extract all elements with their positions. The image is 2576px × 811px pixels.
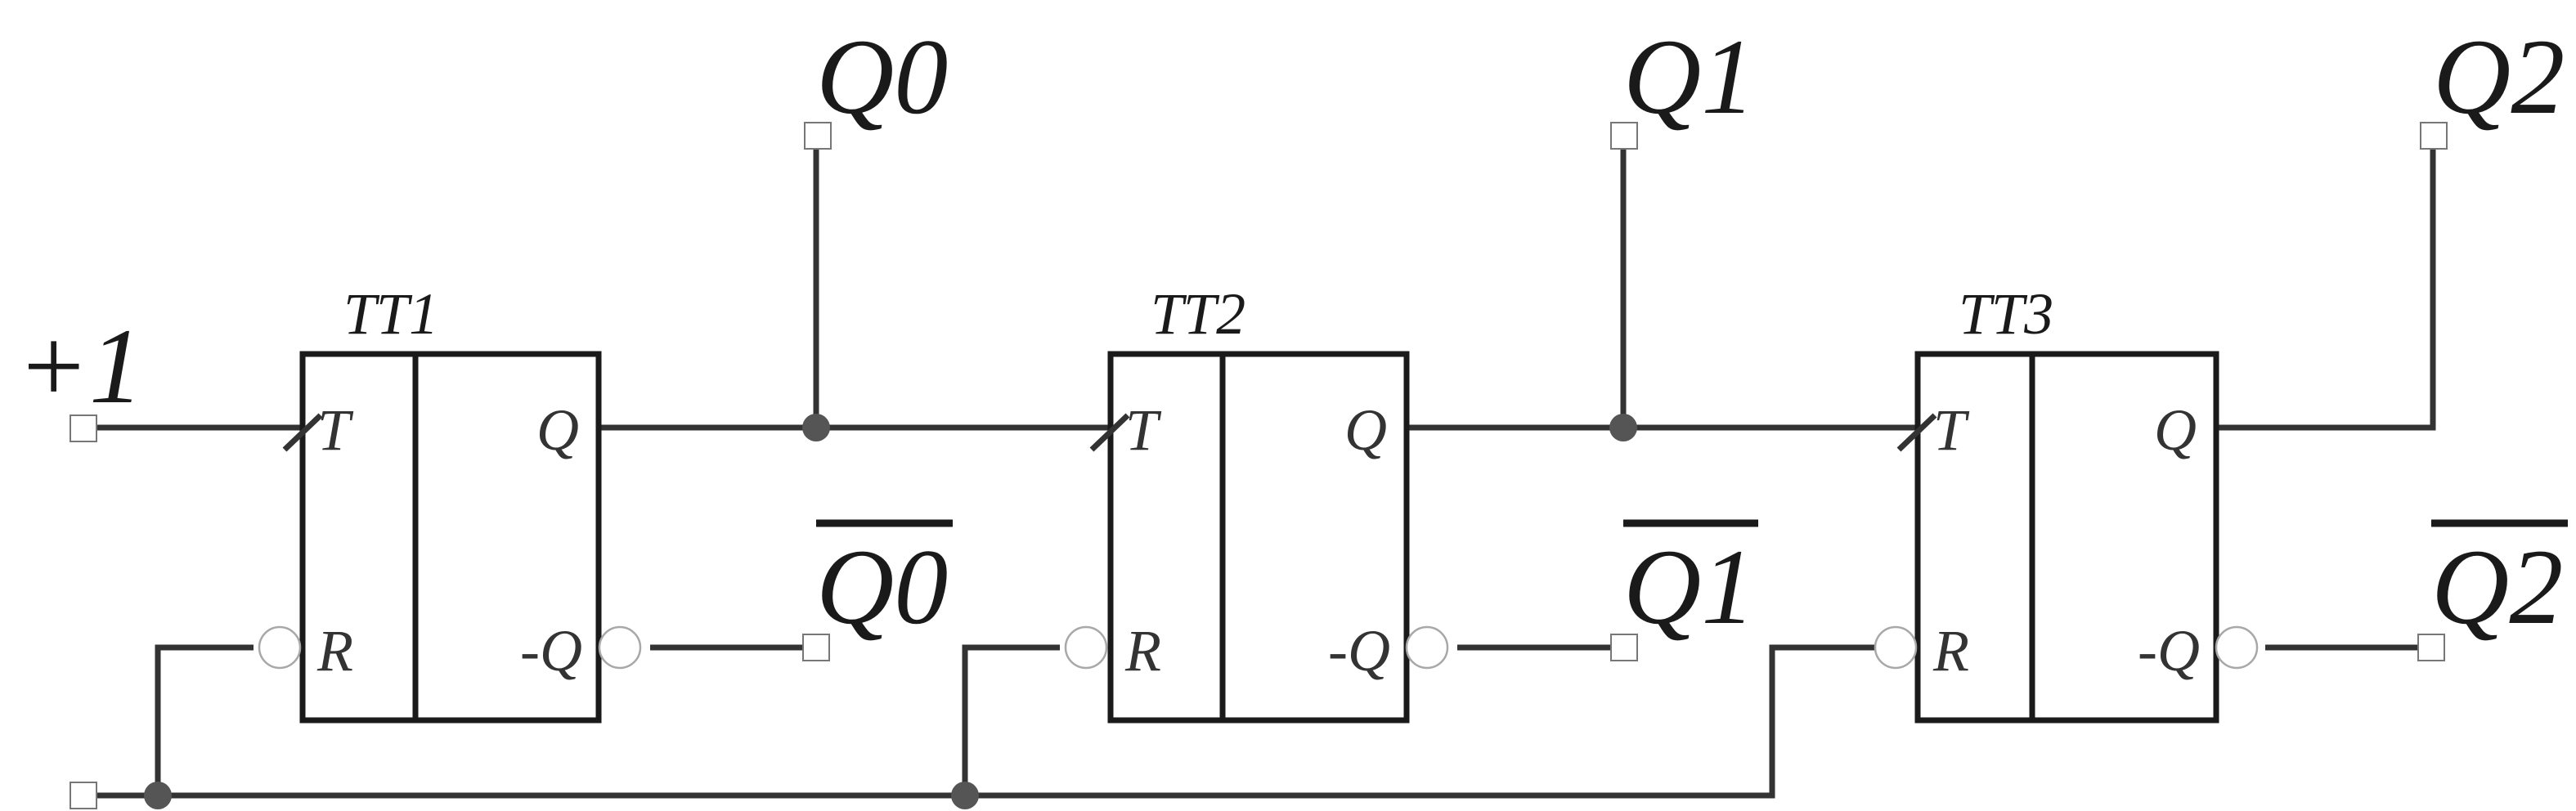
tt1-pin-r: R (316, 618, 353, 683)
tt1-nq-inversion-bubble (598, 625, 642, 670)
tt2-edge-trigger-mark (1089, 413, 1130, 452)
tt1-edge-trigger-mark (282, 413, 323, 452)
tt3-nq-inversion-bubble (2215, 625, 2259, 670)
terminals (70, 122, 2448, 809)
terminal-input (70, 414, 97, 442)
output-nq0-label: Q0 (816, 526, 948, 647)
junctions (144, 414, 1637, 809)
flip-flop-tt2: TT2 T R Q -Q (1064, 281, 1449, 724)
tt2-pin-r: R (1124, 618, 1161, 683)
tt1-body (299, 351, 602, 724)
output-nq2-label: Q2 (2431, 526, 2563, 647)
tt1-pin-t: T (317, 397, 354, 463)
junction-q1 (1609, 414, 1637, 441)
output-q2-label: Q2 (2433, 16, 2565, 137)
terminal-nq0 (802, 634, 830, 661)
terminal-q2 (2420, 122, 2448, 150)
tt1-pin-nq: -Q (520, 618, 582, 683)
tt2-pin-t: T (1125, 397, 1162, 463)
tt3-reset-inversion-bubble (1874, 625, 1918, 670)
tt3-body (1914, 351, 2219, 724)
tt3-pin-r: R (1932, 618, 1969, 683)
tt2-reset-inversion-bubble (1064, 625, 1108, 670)
wire-tt3-q-to-q2 (2216, 139, 2436, 431)
tt2-body (1107, 351, 1410, 724)
terminal-q1 (1610, 122, 1638, 150)
wire-reset-bus (90, 644, 1877, 799)
junction-q0 (802, 414, 830, 441)
flip-flop-tt3: TT3 T R Q -Q (1874, 281, 2259, 724)
output-q1-label: Q1 (1623, 16, 1755, 137)
labels: +1 Q0 Q1 Q2 Q0 Q1 Q2 (16, 16, 2568, 647)
wire-reset-tt2 (962, 644, 1060, 795)
terminal-reset (70, 782, 97, 809)
wire-reset-tt1 (155, 644, 254, 795)
tt2-pin-nq: -Q (1328, 618, 1390, 683)
terminal-q0 (804, 122, 832, 150)
junction-reset-tt1 (144, 782, 172, 809)
tt3-pin-q: Q (2154, 397, 2197, 463)
output-nq1-label: Q1 (1623, 526, 1755, 647)
input-label: +1 (16, 306, 143, 426)
terminal-nq2 (2417, 634, 2445, 661)
tt3-edge-trigger-mark (1896, 413, 1937, 452)
flip-flop-tt1: TT1 T R Q -Q (258, 281, 642, 724)
junction-reset-tt2 (951, 782, 979, 809)
tt2-pin-q: Q (1344, 397, 1387, 463)
tt3-pin-t: T (1933, 397, 1970, 463)
tt2-title: TT2 (1151, 281, 1245, 347)
wires (90, 139, 2436, 799)
tt1-pin-q: Q (536, 397, 579, 463)
output-q0-label: Q0 (816, 16, 948, 137)
tt3-pin-nq: -Q (2138, 618, 2200, 683)
tt1-title: TT1 (343, 281, 438, 347)
tt2-nq-inversion-bubble (1405, 625, 1449, 670)
terminal-nq1 (1610, 634, 1638, 661)
tt1-reset-inversion-bubble (258, 625, 302, 670)
tt3-title: TT3 (1959, 281, 2053, 347)
